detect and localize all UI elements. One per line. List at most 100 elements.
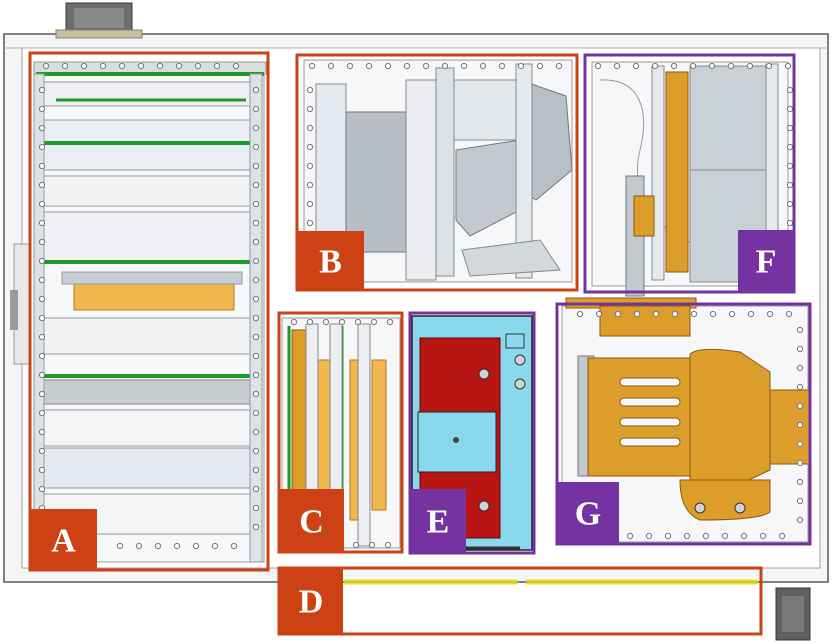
- screw-hole: [306, 162, 314, 170]
- module-f-label: F: [756, 244, 777, 281]
- screw-hole: [796, 402, 804, 410]
- screw-hole: [213, 62, 221, 70]
- screw-hole: [252, 143, 260, 151]
- screw-hole: [740, 532, 748, 540]
- screw-hole: [80, 62, 88, 70]
- screw-hole: [306, 105, 314, 113]
- screw-hole: [346, 62, 354, 70]
- screw-hole: [252, 409, 260, 417]
- screw-hole: [786, 105, 794, 113]
- screw-hole: [796, 421, 804, 429]
- screw-hole: [306, 200, 314, 208]
- screw-hole: [796, 516, 804, 524]
- screw-hole: [683, 532, 691, 540]
- screw-hole: [796, 383, 804, 391]
- screw-hole: [727, 62, 735, 70]
- screw-hole: [555, 62, 563, 70]
- module-g-tag: G: [557, 482, 619, 544]
- screw-hole: [403, 62, 411, 70]
- screw-hole: [306, 86, 314, 94]
- screw-hole: [252, 466, 260, 474]
- screw-hole: [252, 181, 260, 189]
- module-f-assembly: [591, 61, 789, 297]
- screw-hole: [38, 238, 46, 246]
- screw-hole: [721, 532, 729, 540]
- screw-hole: [306, 318, 314, 326]
- screw-hole: [252, 200, 260, 208]
- screw-hole: [252, 124, 260, 132]
- top-connector: [55, 2, 143, 39]
- screw-hole: [38, 371, 46, 379]
- screw-hole: [786, 143, 794, 151]
- screw-hole: [38, 485, 46, 493]
- screw-hole: [252, 295, 260, 303]
- module-b-label: B: [319, 244, 342, 281]
- screw-hole: [38, 409, 46, 417]
- screw-hole: [306, 124, 314, 132]
- module-b-outline: [295, 53, 579, 292]
- screw-hole: [194, 62, 202, 70]
- screw-hole: [252, 105, 260, 113]
- screw-hole: [252, 352, 260, 360]
- screw-hole: [784, 62, 792, 70]
- screw-hole: [38, 162, 46, 170]
- module-f-tag: F: [738, 230, 794, 292]
- screw-hole: [796, 478, 804, 486]
- screw-hole: [306, 181, 314, 189]
- module-b-tag: B: [297, 231, 364, 290]
- module-a-tag: A: [30, 509, 97, 570]
- module-e-label: E: [427, 504, 450, 541]
- screw-hole: [386, 318, 394, 326]
- screw-hole: [786, 200, 794, 208]
- screw-hole: [252, 428, 260, 436]
- screw-hole: [786, 162, 794, 170]
- screw-hole: [211, 542, 219, 550]
- module-g-outline: [555, 302, 812, 546]
- screw-hole: [38, 333, 46, 341]
- screw-hole: [118, 62, 126, 70]
- screw-hole: [116, 542, 124, 550]
- screw-hole: [594, 62, 602, 70]
- screw-hole: [690, 310, 698, 318]
- screw-hole: [670, 62, 678, 70]
- module-c-tag: C: [279, 489, 344, 552]
- screw-hole: [338, 318, 346, 326]
- screw-hole: [252, 390, 260, 398]
- screw-hole: [322, 318, 330, 326]
- screw-hole: [384, 541, 392, 549]
- screw-hole: [38, 390, 46, 398]
- screw-hole: [728, 310, 736, 318]
- screw-hole: [252, 86, 260, 94]
- screw-hole: [38, 86, 46, 94]
- screw-hole: [252, 333, 260, 341]
- screw-hole: [796, 326, 804, 334]
- screw-hole: [175, 62, 183, 70]
- screw-hole: [786, 181, 794, 189]
- screw-hole: [38, 428, 46, 436]
- module-a-assembly: [33, 61, 267, 563]
- screw-hole: [633, 310, 641, 318]
- screw-hole: [38, 219, 46, 227]
- screw-hole: [786, 86, 794, 94]
- screw-hole: [192, 542, 200, 550]
- screw-hole: [702, 532, 710, 540]
- screw-hole: [778, 532, 786, 540]
- screw-hole: [306, 219, 314, 227]
- screw-hole: [252, 257, 260, 265]
- screw-hole: [306, 143, 314, 151]
- screw-hole: [156, 62, 164, 70]
- screw-hole: [796, 364, 804, 372]
- screw-hole: [709, 310, 717, 318]
- screw-hole: [290, 318, 298, 326]
- screw-hole: [384, 62, 392, 70]
- screw-hole: [252, 504, 260, 512]
- screw-hole: [38, 200, 46, 208]
- screw-hole: [154, 542, 162, 550]
- screw-hole: [38, 276, 46, 284]
- screw-hole: [785, 310, 793, 318]
- screw-hole: [422, 62, 430, 70]
- screw-hole: [370, 318, 378, 326]
- screw-hole: [38, 124, 46, 132]
- screw-hole: [308, 62, 316, 70]
- screw-hole: [796, 345, 804, 353]
